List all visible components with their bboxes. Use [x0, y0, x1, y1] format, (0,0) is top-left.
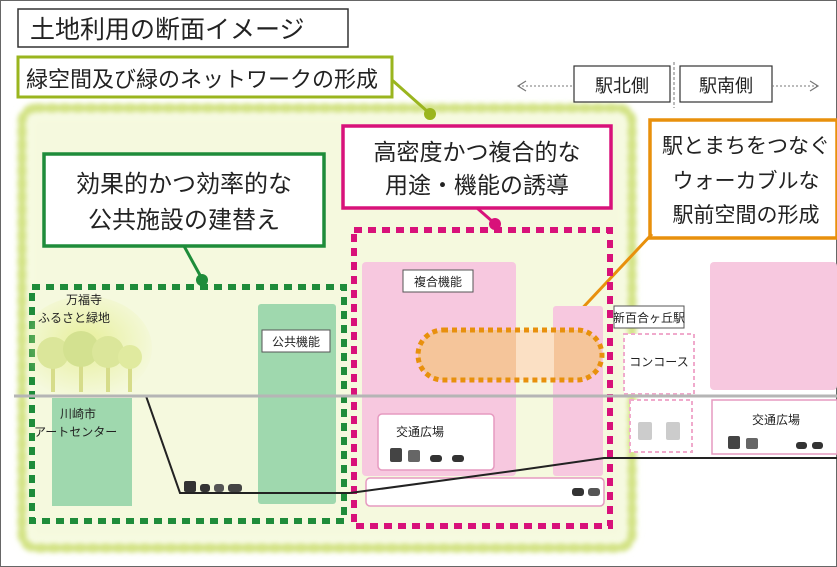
north-side-box: [573, 65, 671, 103]
public-zone: [29, 284, 347, 524]
car-icon: [214, 484, 224, 492]
south-building: [710, 262, 837, 390]
car-icon: [184, 481, 196, 492]
north-plaza-label: 交通広場: [396, 424, 444, 439]
public-callout-line2: 公共施設の建替え: [88, 206, 280, 234]
page-title: 土地利用の断面イメージ: [30, 15, 305, 44]
car-icon: [588, 488, 600, 496]
public-function-tag: [261, 329, 331, 353]
title-box: [17, 8, 349, 48]
station-label: 新百合ヶ丘駅: [613, 310, 685, 325]
mixed-use-leader: [476, 206, 494, 224]
green-network-dot: [424, 108, 436, 120]
walkable-line2: ウォーカブルな: [673, 169, 820, 193]
south-side-label: 駅南側: [699, 76, 753, 97]
south-arrow-head: [809, 80, 820, 92]
art-center-building: [52, 398, 132, 506]
concourse-label: コンコース: [629, 355, 688, 369]
park-label-line2: ふるさと緑地: [38, 310, 110, 325]
car-icon: [796, 442, 807, 449]
public-callout-line1: 効果的かつ効率的な: [76, 170, 292, 198]
mixed-function-tag: [402, 269, 474, 293]
station-tag: [613, 305, 685, 329]
green-network-leader: [391, 78, 429, 114]
art-center-label-line1: 川崎市: [60, 406, 96, 421]
mixed-use-callout: [341, 124, 613, 210]
art-center-label-line2: アートセンター: [34, 425, 117, 439]
car-icon: [812, 442, 823, 449]
north-side-label: 駅北側: [595, 76, 649, 97]
public-leader: [182, 245, 203, 278]
car-icon: [228, 484, 242, 492]
park-label-line1: 万福寺: [66, 292, 102, 307]
bus-icon: [728, 436, 740, 449]
car-icon: [430, 455, 442, 462]
car-icon: [572, 488, 584, 496]
bus-icon: [746, 438, 758, 449]
green-network-label: 緑空間及び緑のネットワークの形成: [26, 68, 378, 93]
south-side-box: [679, 65, 773, 103]
north-arrow-head: [516, 80, 527, 92]
car-icon: [452, 455, 464, 462]
car-icon: [200, 484, 210, 492]
underground-parking: [365, 477, 605, 507]
walkway-border: [415, 327, 605, 383]
walkway-link: [516, 330, 554, 380]
south-plaza-label: 交通広場: [752, 412, 800, 427]
walkable-line3: 駅前空間の形成: [673, 203, 820, 227]
green-network-callout: [16, 55, 394, 99]
walkable-line1: 駅とまちをつなぐ: [662, 134, 830, 158]
walkway: [418, 330, 602, 380]
bus-icon: [408, 450, 420, 462]
concourse-area: [623, 333, 695, 395]
tree-icon: [37, 331, 142, 392]
mixed-use-line2: 用途・機能の誘導: [385, 173, 569, 199]
bus-icon: [666, 422, 680, 440]
public-function-label: 公共機能: [272, 334, 320, 349]
north-plaza: [377, 413, 495, 471]
public-function-building: [258, 304, 336, 504]
walkable-callout: [648, 118, 837, 240]
bus-icon: [638, 422, 652, 440]
mixed-use-zone: [351, 227, 613, 529]
public-dot: [196, 274, 208, 286]
mixed-use-line1: 高密度かつ複合的な: [374, 140, 581, 166]
mixed-function-label: 複合機能: [414, 274, 462, 289]
bus-icon: [390, 448, 402, 462]
